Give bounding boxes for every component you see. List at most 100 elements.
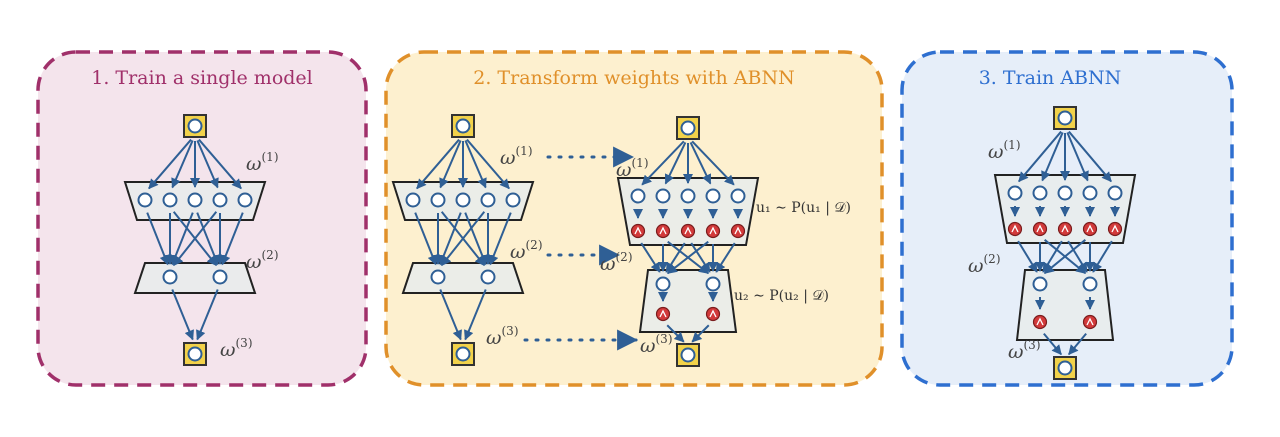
panel-3-title: 3. Train ABNN [979,67,1122,89]
weight-edge [640,242,661,273]
network-abnn-transformed [616,116,760,367]
sample-node [655,306,671,322]
neuron-node [212,192,228,208]
network-original [391,114,535,366]
neuron-node [405,192,421,208]
neuron-node [1057,185,1073,201]
neuron-node [1032,185,1048,201]
weight-edge [1066,132,1089,182]
w3-label-p1: ω(3) [220,336,253,361]
output-node-node [187,346,203,362]
sample-node [730,223,746,239]
weight-edge [641,140,685,186]
sample-glyph [1036,317,1044,326]
sample-glyph [709,226,717,235]
network-abnn-trained [993,106,1137,380]
panel-2-title: 2. Transform weights with ABNN [473,67,794,89]
neuron-node [137,192,153,208]
weight-edge [196,140,219,189]
weight-edge [466,138,510,190]
w2-label-p1: ω(2) [246,248,279,273]
weight-edge [464,289,487,341]
weight-edge [172,211,218,267]
neuron-node [705,188,721,204]
weight-edge [198,138,242,190]
input-node-node [1057,110,1073,126]
sample-glyph [1036,224,1044,233]
w2-label-p2-right: ω(2) [600,250,633,275]
sample-glyph [684,226,692,235]
sample-node [1007,221,1023,237]
weight-edge [148,138,192,190]
weight-edge [1092,240,1113,273]
weight-edge [1041,132,1064,182]
weight-edge [1018,130,1062,183]
weight-edge [1067,240,1088,273]
weight-edge [666,324,685,343]
neuron-node [430,269,446,285]
abnn-layer-2 [1015,269,1115,341]
neuron-node [162,269,178,285]
weight-edge [690,242,711,273]
weight-edge [171,140,194,189]
neuron-node [1032,276,1048,292]
transform-arrows [523,146,639,351]
weight-edge [196,212,220,266]
input-node-node [455,118,471,134]
neuron-node [730,188,746,204]
hidden-layer-2 [401,262,525,294]
neuron-node [655,188,671,204]
neuron-node [480,192,496,208]
weight-labels: ω(1) ω(2) ω(3) ω(1) ω(2) ω(3) ω(1) ω(2) … [220,138,1041,363]
weight-edge [171,289,194,341]
weight-edge [666,240,709,275]
weight-edge [439,140,462,189]
network-single-model [123,114,267,366]
weight-edge [146,212,170,266]
weight-edge [691,324,710,343]
weight-edge [440,211,486,267]
input-node-node [187,118,203,134]
neuron-node [655,276,671,292]
weight-edge [464,140,487,189]
weight-edge [439,289,462,341]
weight-edge [1068,130,1112,183]
sample-glyph [1061,224,1069,233]
w1-label-p2-right: ω(1) [616,156,649,181]
w1-label-p3: ω(1) [988,138,1021,163]
neuron-node [480,269,496,285]
weight-edge [691,140,735,186]
sample-node [1107,221,1123,237]
weight-edge [715,242,736,273]
sample-glyph [709,309,717,318]
hidden-layer-2 [133,262,257,294]
neuron-node [212,269,228,285]
w1-label-p1: ω(1) [246,150,279,175]
neuron-node [1107,185,1123,201]
neuron-node [237,192,253,208]
sample-node [1032,221,1048,237]
sample-node [705,306,721,322]
sample-glyph [634,226,642,235]
w3-label-p2-right: ω(3) [640,332,673,357]
sample-glyph [1086,224,1094,233]
neuron-node [705,276,721,292]
neuron-node [680,188,696,204]
neuron-node [505,192,521,208]
sample-node [680,223,696,239]
sample-node [1082,314,1098,330]
neuron-node [630,188,646,204]
sample-node [705,223,721,239]
neuron-node [1082,185,1098,201]
output-node-node [1057,360,1073,376]
weight-edge [416,138,460,190]
sample-node [1082,221,1098,237]
weight-edge [1068,332,1087,356]
sample-node [1032,314,1048,330]
neuron-node [187,192,203,208]
sample-node [630,223,646,239]
weight-edge [689,141,712,185]
sample-glyph [1086,317,1094,326]
panel-1-title: 1. Train a single model [91,67,313,89]
